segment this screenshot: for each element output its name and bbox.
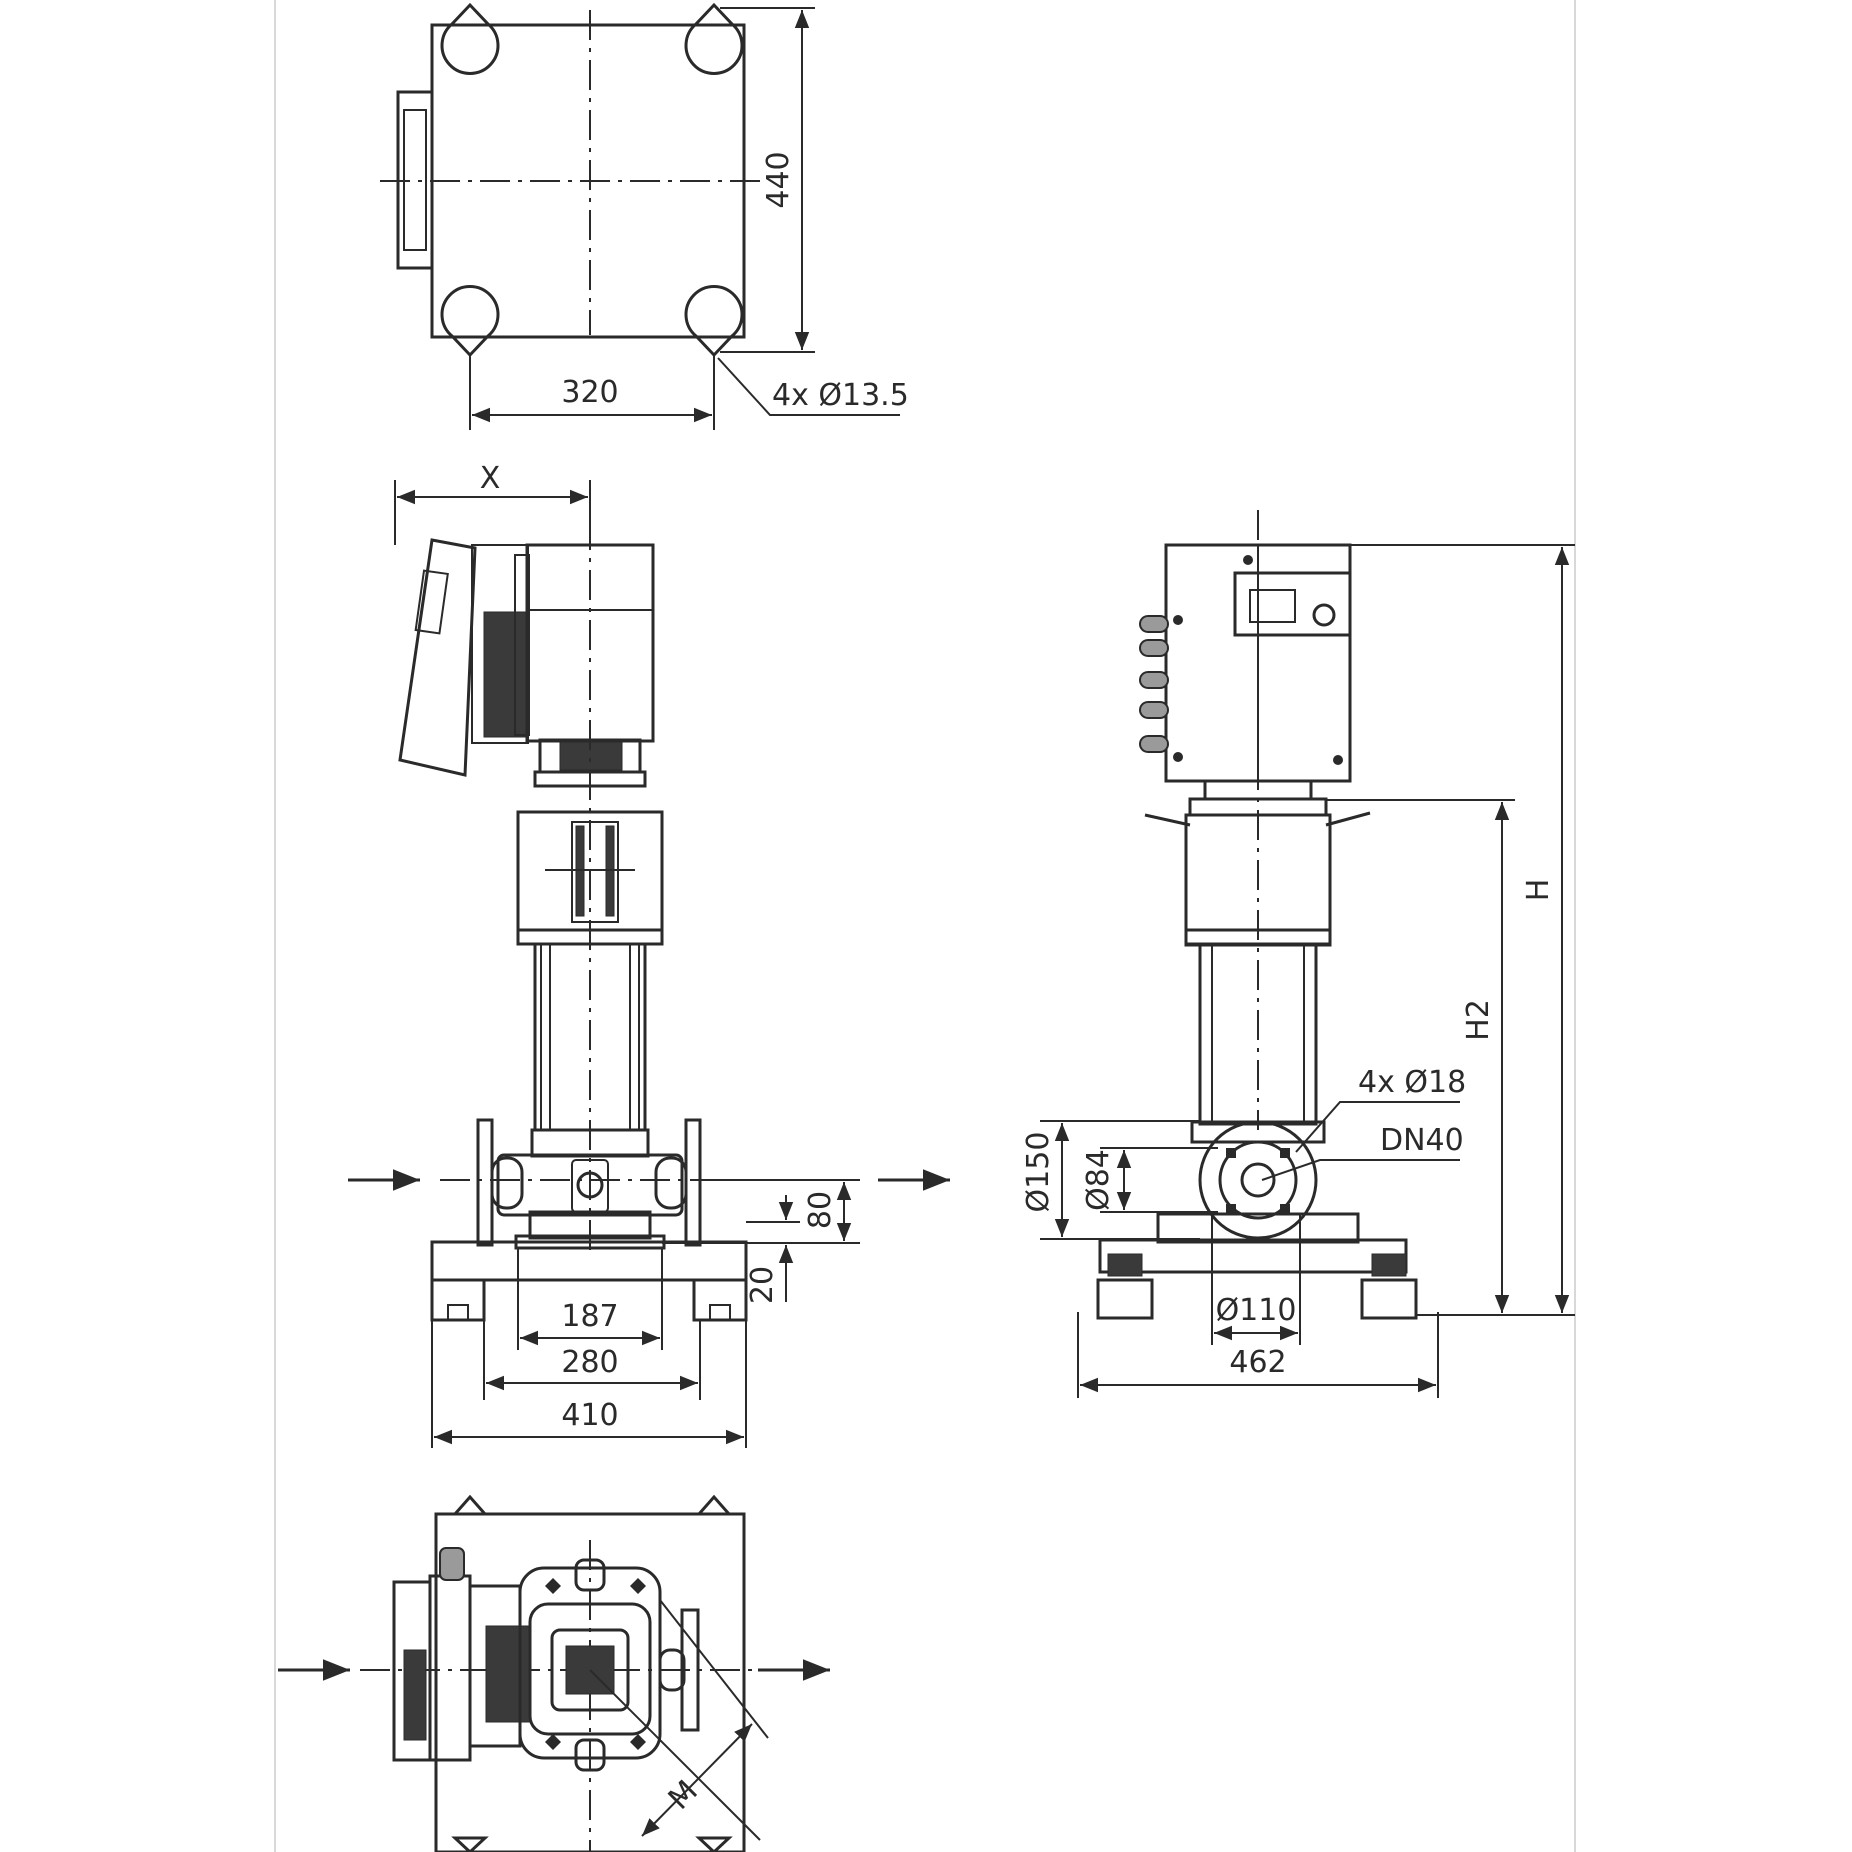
leader-dn40: [1261, 1159, 1460, 1181]
mounting-hole-bottom-right: [684, 285, 744, 358]
dim-label-440: 440: [761, 151, 796, 208]
outlet-flange: [684, 1118, 702, 1247]
dim-line-m: [641, 1723, 753, 1837]
side-view: Ø150 Ø84 4x Ø18 DN40 Ø110 462 H H2: [1021, 510, 1575, 1398]
cable-gland-1: [1139, 615, 1169, 633]
inlet-flange: [476, 1118, 494, 1247]
cable-gland-3: [1139, 701, 1169, 719]
pump-column-side: [1198, 942, 1318, 1126]
label-dn40: DN40: [1380, 1123, 1464, 1158]
label-side-holes: 4x Ø18: [1358, 1065, 1466, 1100]
base-foot-right: [692, 1278, 748, 1322]
cooling-fins-plan: [485, 1625, 531, 1723]
dim-label-462: 462: [1229, 1345, 1286, 1380]
label-top-holes: 4x Ø13.5: [772, 378, 909, 413]
base-foot-side-right: [1360, 1278, 1418, 1320]
dim-label-20: 20: [745, 1266, 780, 1304]
pump-foot: [496, 1153, 684, 1217]
mounting-hole-top-left: [440, 2, 500, 75]
bottom-view: M: [278, 1494, 830, 1852]
top-view: 320 440 4x Ø13.5: [380, 2, 909, 430]
pump-flange-side: [1198, 1120, 1318, 1240]
dim-label-d150: Ø150: [1021, 1132, 1056, 1213]
base-frame-side: [1098, 1238, 1408, 1274]
lifting-handle-left: [1144, 813, 1191, 827]
base-foot-left: [430, 1278, 486, 1322]
control-box: [398, 538, 477, 777]
leader-top-holes: [717, 357, 900, 416]
dim-label-280: 280: [561, 1345, 618, 1380]
dim-label-x: X: [480, 461, 501, 496]
lifting-handle-right: [1325, 811, 1371, 827]
mounting-hole-top-right: [684, 2, 744, 75]
dim-label-d84: Ø84: [1081, 1149, 1116, 1211]
display-panel: [1233, 571, 1352, 637]
cable-gland-4: [1139, 735, 1169, 753]
dim-label-d110: Ø110: [1216, 1293, 1297, 1328]
base-plate-plan: [434, 1512, 746, 1852]
dim-label-187: 187: [561, 1299, 618, 1334]
dim-label-410: 410: [561, 1398, 618, 1433]
cable-gland-plan: [439, 1547, 465, 1581]
front-view: X: [348, 461, 950, 1448]
cable-gland-2: [1139, 671, 1169, 689]
dim-label-320: 320: [561, 375, 618, 410]
dim-label-h: H: [1521, 879, 1556, 902]
dim-label-80: 80: [803, 1191, 838, 1229]
leader-side-holes: [1295, 1101, 1460, 1153]
mounting-hole-bottom-left: [440, 285, 500, 358]
base-foot-side-left: [1096, 1278, 1154, 1320]
motor-cooling-fins: [483, 611, 529, 738]
dim-label-h2: H2: [1461, 999, 1496, 1041]
control-knob: [1312, 603, 1336, 627]
